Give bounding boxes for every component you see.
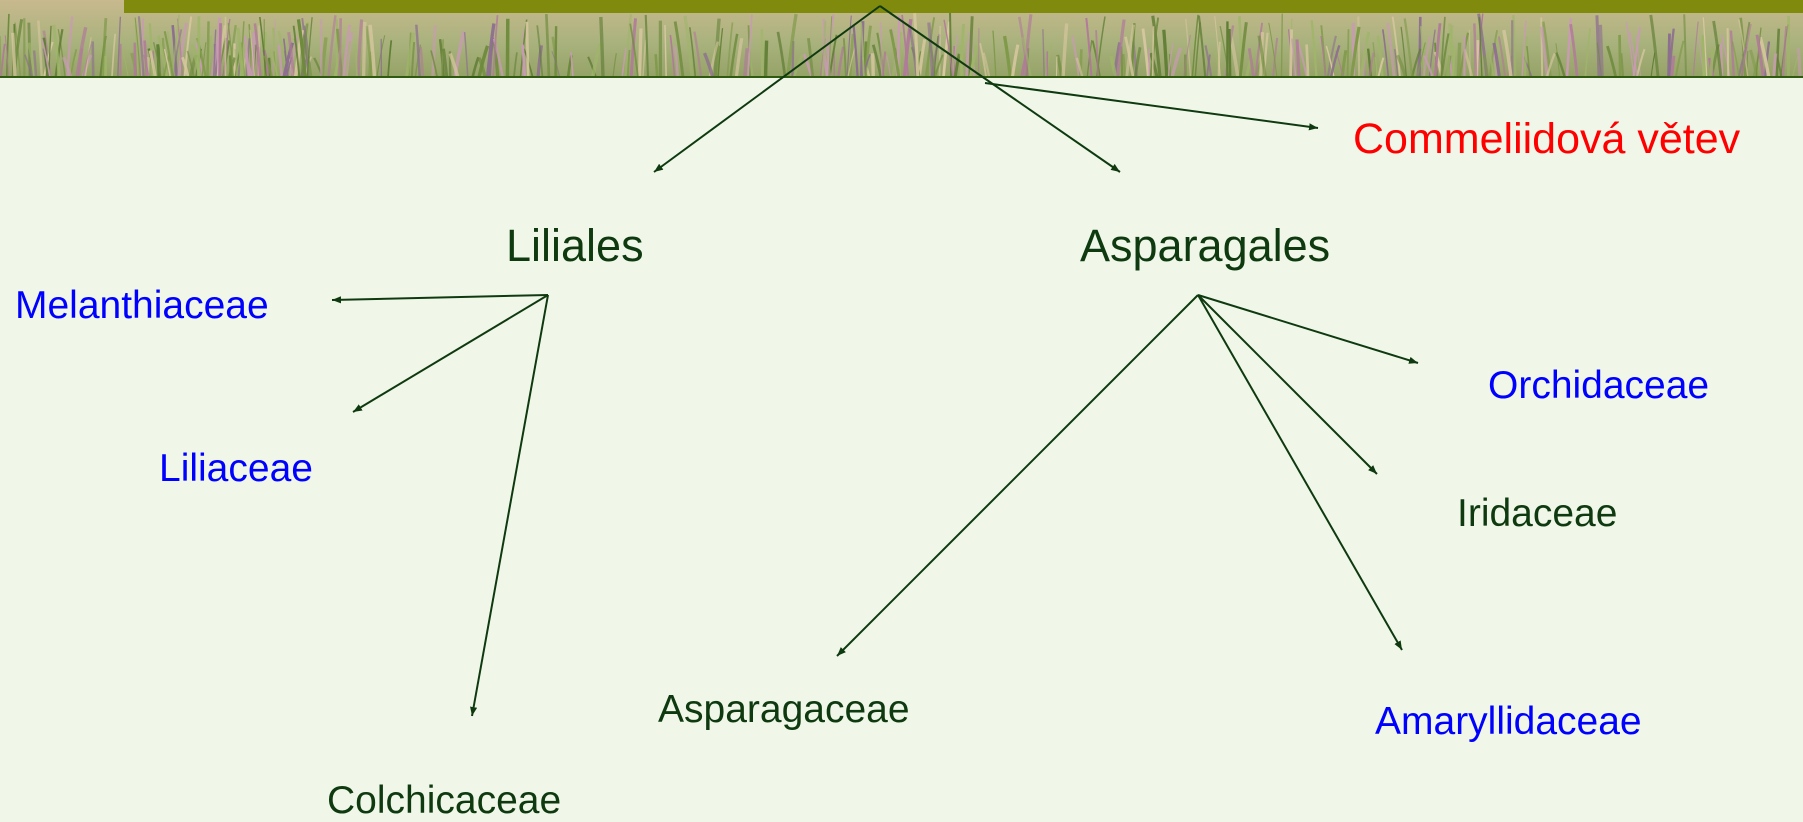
edge-root-commeliid [984,82,1319,131]
node-colchicaceae: Colchicaceae [327,779,562,822]
edge-liliales-melanthiaceae [331,294,549,304]
node-liliaceae: Liliaceae [159,447,313,490]
edge-asparagales-asparagaceae [836,294,1199,657]
node-orchidaceae: Orchidaceae [1488,364,1710,407]
edge-liliales-liliaceae [352,294,549,413]
header-banner [0,0,1803,78]
node-liliales: Liliales [506,220,644,271]
node-amaryllidaceae: Amaryllidaceae [1375,700,1642,743]
edge-root-liliales [653,5,881,173]
edge-asparagales-amaryllidaceae [1197,294,1403,651]
node-asparagaceae: Asparagaceae [658,688,910,731]
grass-texture [0,13,1802,78]
node-commeliid: Commeliidová větev [1353,115,1741,163]
node-melanthiaceae: Melanthiaceae [15,284,269,327]
node-iridaceae: Iridaceae [1457,492,1618,535]
edge-asparagales-iridaceae [1197,294,1378,475]
edge-root-asparagales [879,5,1121,173]
banner-divider [0,76,1803,78]
edge-asparagales-orchidaceae [1197,294,1419,364]
edge-liliales-colchicaceae [470,294,549,717]
banner-strip [124,0,1803,13]
node-asparagales: Asparagales [1080,220,1331,271]
